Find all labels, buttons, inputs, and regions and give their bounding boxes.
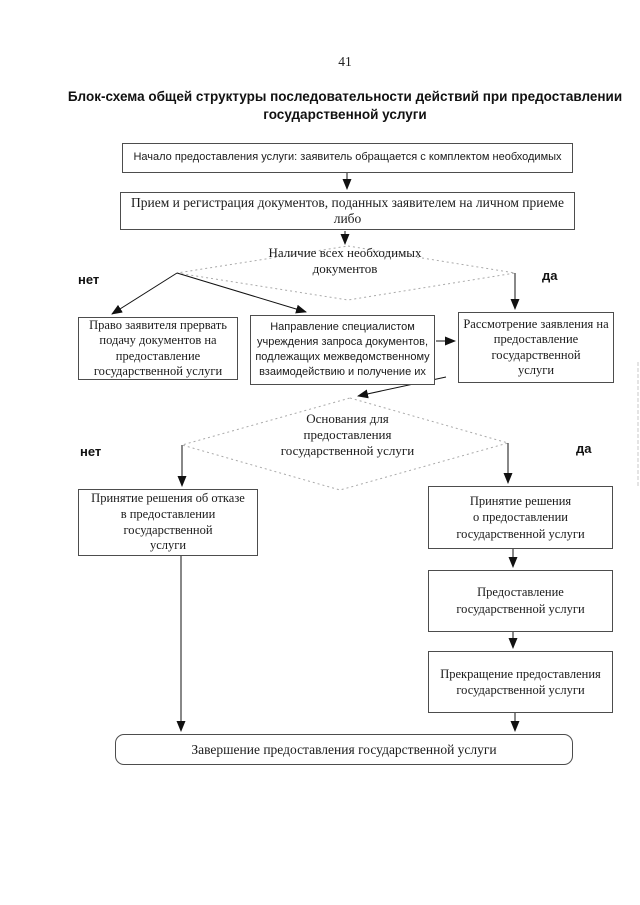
node-start: Начало предоставления услуги: заявитель …	[122, 143, 573, 173]
arrow-decision1-no-to-interagency	[176, 272, 307, 314]
node-service-termination: Прекращение предоставления государственн…	[428, 651, 613, 713]
decision-grounds-label: Основания для предоставления государстве…	[280, 411, 415, 458]
node-refusal-decision: Принятие решения об отказе в предоставле…	[78, 489, 258, 556]
node-approval-decision: Принятие решения о предоставлении госуда…	[428, 486, 613, 549]
page-title: Блок-схема общей структуры последователь…	[67, 89, 623, 123]
node-service-provision: Предоставление государственной услуги	[428, 570, 613, 632]
node-right-to-interrupt: Право заявителя прервать подачу документ…	[78, 317, 238, 380]
page-number: 41	[338, 54, 352, 69]
branch-label-no-grounds: нет	[80, 444, 102, 459]
decision-documents-label: Наличие всех необходимых документов	[268, 245, 422, 276]
arrow-decision1-no-to-interrupt	[111, 272, 178, 315]
branch-label-yes-documents: да	[542, 268, 558, 283]
branch-label-no-documents: нет	[78, 272, 100, 287]
node-application-review: Рассмотрение заявления на предоставление…	[458, 312, 614, 383]
node-reception: Прием и регистрация документов, поданных…	[120, 192, 575, 230]
node-completion: Завершение предоставления государственно…	[115, 734, 573, 765]
node-interagency-request: Направление специалистом учреждения запр…	[250, 315, 435, 385]
branch-label-yes-grounds: да	[576, 441, 592, 456]
